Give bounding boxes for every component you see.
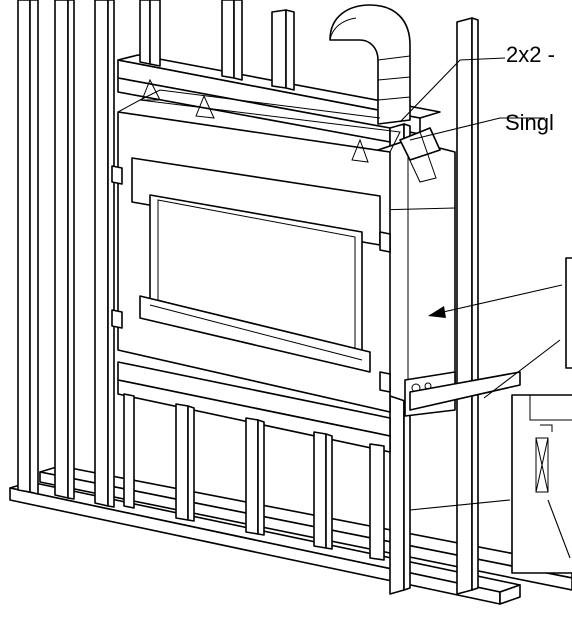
callout-leader-firebox <box>429 284 563 316</box>
vent-pipe <box>329 4 411 125</box>
callout-leader-inset <box>547 499 571 559</box>
callout-leader-2x2 <box>399 57 506 123</box>
label-single: Singl <box>505 110 554 135</box>
callout-leader-stud <box>483 339 561 399</box>
lower-framing <box>117 361 521 561</box>
callout-leaders <box>399 57 571 559</box>
left-studs <box>17 0 115 508</box>
arrowhead-icon <box>428 306 446 318</box>
firebox-body <box>377 127 456 417</box>
detail-inset-lower <box>511 394 572 574</box>
callout-leader-single <box>409 117 545 141</box>
header-frame <box>117 0 441 143</box>
fireplace-front <box>111 78 401 413</box>
detail-inset-upper <box>565 257 572 369</box>
label-2x2: 2x2 - <box>506 42 555 67</box>
callout-leader-sill <box>409 499 511 511</box>
